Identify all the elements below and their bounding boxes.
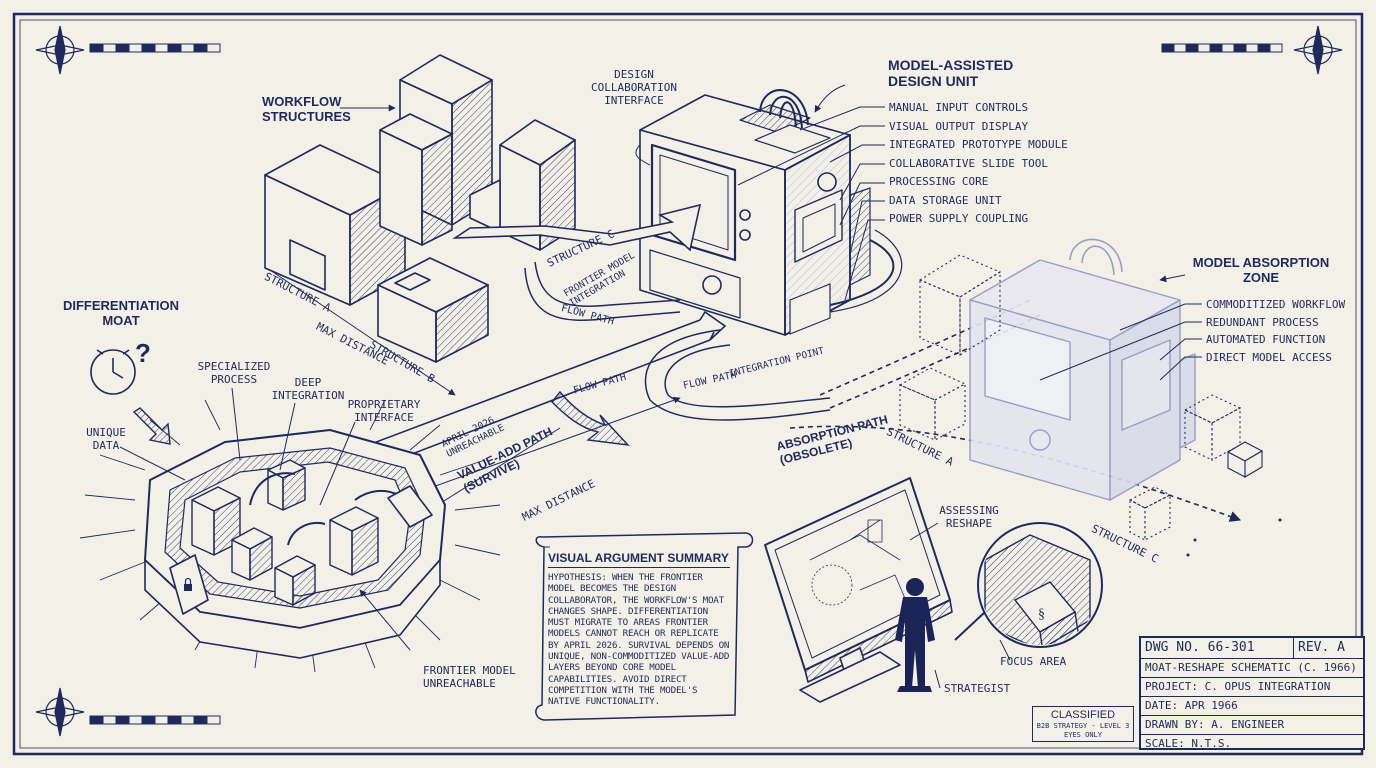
strategist-figure [895, 578, 935, 692]
model-assisted-unit-text: MODEL-ASSISTED DESIGN UNIT [888, 57, 1014, 89]
absorption-item: DIRECT MODEL ACCESS [1206, 350, 1332, 364]
focus-area-label: FOCUS AREA [1000, 655, 1066, 668]
title-block-date: DATE: APR 1966 [1141, 697, 1363, 716]
svg-text:§: § [1038, 607, 1045, 622]
strategist-text: STRATEGIST [944, 682, 1011, 695]
value-add-path-arrow [354, 310, 727, 471]
compass-rose-icon [1293, 25, 1343, 75]
assessing-reshape-label: ASSESSING RESHAPE [934, 504, 1004, 530]
sheet-border [12, 12, 1364, 756]
workflow-structures-label: WORKFLOW STRUCTURES [262, 94, 351, 124]
proprietary-interface-label: PROPRIETARY INTERFACE [343, 398, 425, 424]
unique-data-text: UNIQUE DATA [86, 426, 126, 452]
unique-data-label: UNIQUE DATA [76, 426, 136, 452]
model-assisted-unit-label: MODEL-ASSISTED DESIGN UNIT [888, 57, 1013, 89]
design-collab-interface-label: DESIGN COLLABORATION INTERFACE [586, 68, 682, 107]
title-block-name: MOAT-RESHAPE SCHEMATIC (C. 1966) [1141, 659, 1363, 678]
differentiation-moat-fortress [79, 399, 501, 673]
classified-sub: B2B STRATEGY - LEVEL 3 EYES ONLY [1036, 722, 1130, 739]
design-collab-interface-text: DESIGN COLLABORATION INTERFACE [590, 68, 678, 107]
unit-part-item: POWER SUPPLY COUPLING [889, 212, 1029, 225]
unit-part-item: VISUAL OUTPUT DISPLAY [889, 119, 1029, 133]
classified-title: CLASSIFIED [1050, 709, 1116, 721]
compass-rose-icon [35, 25, 85, 75]
model-absorption-zone-label: MODEL ABSORPTION ZONE [1186, 255, 1336, 285]
summary-body: HYPOTHESIS: WHEN THE FRONTIER MODEL BECO… [548, 572, 730, 708]
ghost-absorbed-unit [969, 238, 1196, 501]
absorption-item: AUTOMATED FUNCTION [1206, 333, 1326, 346]
flow-paths [524, 261, 831, 421]
assessing-reshape-text: ASSESSING RESHAPE [939, 504, 999, 530]
scale-bar [89, 43, 221, 53]
unit-part-item: MANUAL INPUT CONTROLS [889, 101, 1029, 114]
sheet-inner-border [19, 19, 1357, 749]
focus-area-text: FOCUS AREA [1000, 655, 1067, 668]
title-block-project: PROJECT: C. OPUS INTEGRATION [1141, 678, 1363, 697]
title-block: DWG NO. 66-301 REV. A MOAT-RESHAPE SCHEM… [1139, 636, 1365, 750]
summary-title: VISUAL ARGUMENT SUMMARY [548, 551, 730, 568]
frontier-unreachable-text: FRONTIER MODEL UNREACHABLE [423, 664, 516, 690]
absorption-items-list: COMMODITIZED WORKFLOW REDUNDANT PROCESS … [1206, 298, 1345, 368]
structure-c-block [469, 119, 576, 251]
proprietary-interface-text: PROPRIETARY INTERFACE [347, 398, 421, 424]
unit-part-item: DATA STORAGE UNIT [889, 193, 1002, 207]
differentiation-moat-label: DIFFERENTIATION MOAT [56, 298, 186, 328]
specialized-process-label: SPECIALIZED PROCESS [196, 360, 272, 386]
absorption-item: COMMODITIZED WORKFLOW [1206, 298, 1346, 311]
title-block-scale: SCALE: N.T.S. [1145, 737, 1232, 750]
deep-integration-text: DEEP INTEGRATION [271, 376, 345, 402]
specialized-process-text: SPECIALIZED PROCESS [197, 360, 271, 386]
unit-part-item: PROCESSING CORE [889, 175, 989, 188]
unit-part-item: INTEGRATED PROTOTYPE MODULE [889, 138, 1068, 151]
structure-b-block [377, 257, 489, 363]
absorption-item: REDUNDANT PROCESS [1206, 315, 1319, 329]
title-block-drawn-by: DRAWN BY: A. ENGINEER [1141, 716, 1363, 735]
unit-part-item: COLLABORATIVE SLIDE TOOL [889, 156, 1048, 170]
clock-icon [90, 349, 136, 395]
title-block-row-dwg: DWG NO. 66-301 REV. A [1141, 638, 1363, 659]
moat-pointer-arrow [132, 407, 171, 445]
question-mark-icon: ? [135, 338, 151, 368]
scale-bar [1161, 43, 1283, 53]
leader-lines [119, 84, 1202, 689]
workflow-structures [264, 54, 576, 363]
focus-area-magnifier: § [954, 522, 1103, 648]
differentiation-moat-text: DIFFERENTIATION MOAT [62, 298, 180, 328]
model-absorption-zone-text: MODEL ABSORPTION ZONE [1192, 255, 1330, 285]
workflow-structures-text: WORKFLOW STRUCTURES [262, 94, 351, 124]
unit-parts-list: MANUAL INPUT CONTROLS VISUAL OUTPUT DISP… [889, 101, 1068, 231]
lock-icon [184, 577, 192, 591]
scale-bar [89, 715, 221, 725]
tall-tower-block [379, 54, 493, 246]
frontier-integration-arrow [452, 203, 702, 252]
branch-arrow [551, 390, 630, 446]
drawing-number: DWG NO. 66-301 [1141, 638, 1294, 658]
visual-argument-summary: VISUAL ARGUMENT SUMMARY HYPOTHESIS: WHEN… [548, 551, 730, 708]
classified-stamp: CLASSIFIED B2B STRATEGY - LEVEL 3 EYES O… [1032, 706, 1134, 742]
frontier-unreachable-label: FRONTIER MODEL UNREACHABLE [423, 664, 516, 690]
model-assisted-design-unit [639, 89, 903, 336]
dots [1186, 518, 1282, 557]
compass-rose-icon [35, 687, 85, 737]
ghost-small-block [1226, 441, 1264, 478]
revision: REV. A [1298, 640, 1345, 655]
deep-integration-label: DEEP INTEGRATION [270, 376, 346, 402]
strategist-label: STRATEGIST [944, 682, 1010, 695]
summary-scroll-frame [535, 532, 754, 721]
ghost-dotted-blocks [898, 254, 1242, 541]
